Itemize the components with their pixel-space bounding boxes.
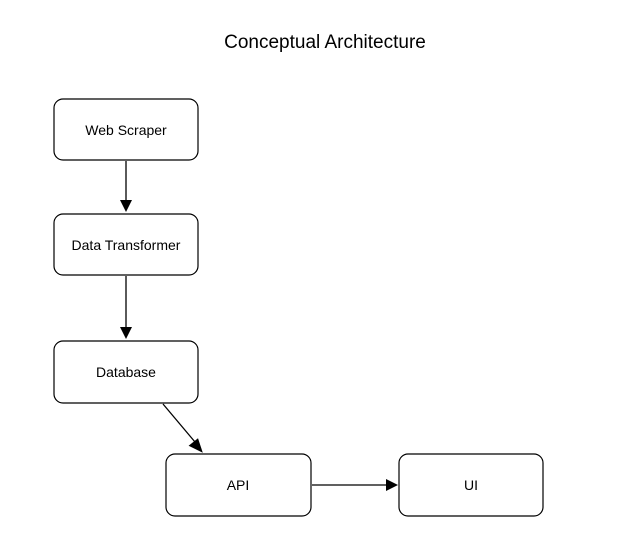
node-database-label: Database xyxy=(96,364,156,380)
arrowhead-icon xyxy=(120,200,132,212)
node-data-transformer-label: Data Transformer xyxy=(72,237,181,253)
arrowhead-icon xyxy=(188,438,203,453)
edge-web-scraper-to-data-transformer xyxy=(120,161,132,212)
arrowhead-icon xyxy=(386,479,398,491)
node-data-transformer: Data Transformer xyxy=(53,213,199,276)
node-web-scraper-label: Web Scraper xyxy=(85,122,167,138)
node-web-scraper: Web Scraper xyxy=(53,98,199,161)
edge-api-to-ui xyxy=(312,479,398,491)
node-ui: UI xyxy=(398,453,544,517)
node-ui-label: UI xyxy=(464,477,478,493)
node-api-label: API xyxy=(227,477,250,493)
node-database: Database xyxy=(53,340,199,404)
edge-data-transformer-to-database xyxy=(120,276,132,339)
arrowhead-icon xyxy=(120,327,132,339)
edge-database-to-api xyxy=(162,403,203,453)
diagram-title: Conceptual Architecture xyxy=(224,32,426,53)
node-api: API xyxy=(165,453,312,517)
